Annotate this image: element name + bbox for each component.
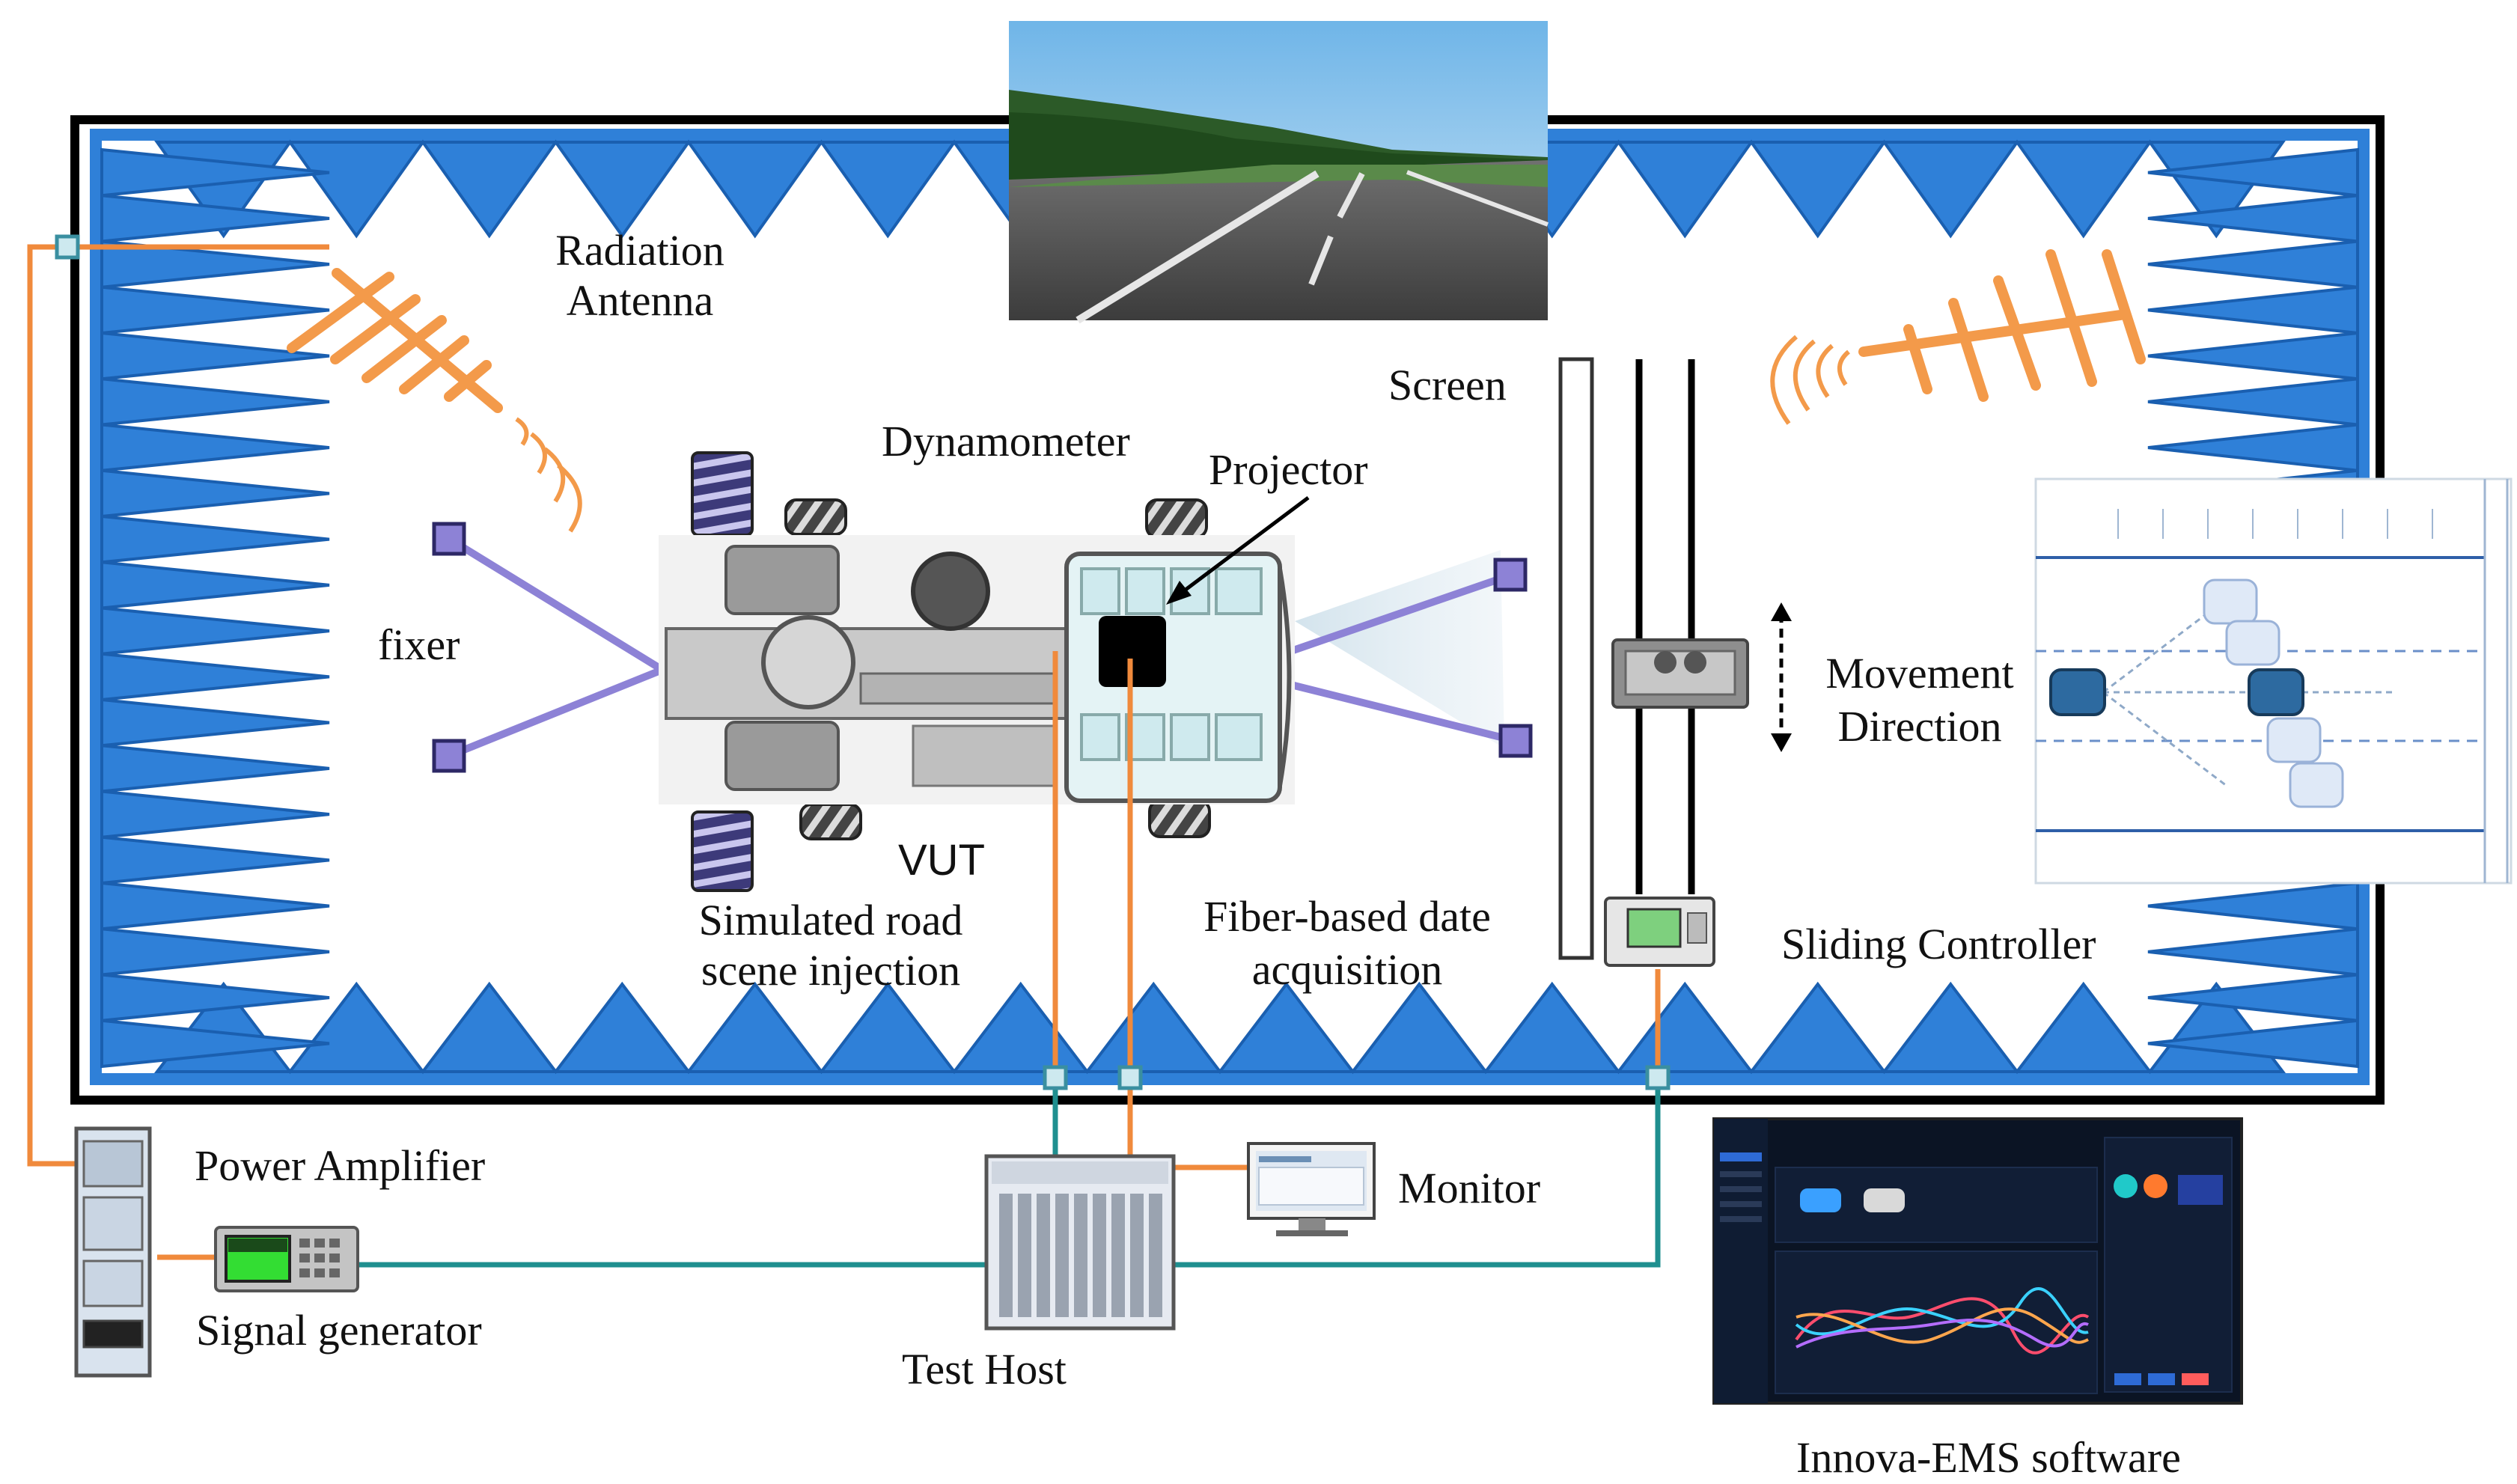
- sliding-controller-label: Sliding Controller: [1781, 920, 2096, 968]
- test-chassis-icon: [984, 1154, 1176, 1331]
- connector-icon: [55, 234, 80, 260]
- simulated-label-line2: scene injection: [701, 945, 961, 995]
- rack-cabinet-icon: [74, 1126, 152, 1378]
- ghost-car-icon: [2203, 578, 2258, 625]
- screen: [1558, 357, 1695, 960]
- ghost-car-icon: [2266, 717, 2322, 763]
- dynamometer-rollers: [691, 451, 1211, 892]
- simulated-road-label: Simulated road scene injection: [659, 896, 1003, 995]
- radiation-antenna-label: Radiation Antenna: [524, 228, 756, 324]
- connector-icon: [1645, 1065, 1671, 1090]
- antenna-label-line2: Antenna: [566, 275, 714, 325]
- connector-icon: [1117, 1065, 1143, 1090]
- movement-label-line2: Direction: [1837, 701, 2002, 751]
- tire-icon: [1145, 498, 1208, 539]
- movement-direction-label: Movement Direction: [1796, 649, 2043, 751]
- controller-box-icon: [1604, 897, 1715, 967]
- tire-icon: [691, 810, 754, 892]
- fixer-label: fixer: [378, 620, 460, 669]
- monitor-label: Monitor: [1398, 1164, 1541, 1212]
- ego-car-icon: [2049, 668, 2106, 716]
- radiation-antenna-left-icon: [287, 268, 503, 413]
- projector-icon: [1099, 616, 1166, 687]
- fixer-anchor-icon: [432, 739, 466, 773]
- software-dashboard-icon: [1712, 1117, 2243, 1405]
- absorber-left: [100, 147, 330, 1069]
- tire-icon: [1148, 799, 1211, 838]
- ghost-car-icon: [2289, 762, 2344, 808]
- dynamometer-label: Dynamometer: [882, 417, 1130, 465]
- radiation-waves-left: [515, 417, 582, 533]
- projector-label: Projector: [1209, 445, 1368, 494]
- movement-label-line1: Movement: [1825, 649, 2014, 697]
- radiation-antenna-right-icon: [1858, 249, 2146, 402]
- target-car-icon: [2248, 668, 2304, 716]
- connector-icon: [1043, 1065, 1068, 1090]
- software-label: Innova-EMS software: [1796, 1433, 2181, 1482]
- tire-icon: [784, 498, 847, 536]
- road-scene-image: [1009, 21, 1549, 324]
- lane-change-inset: [2034, 477, 2513, 885]
- fiber-label-line2: acquisition: [1251, 944, 1443, 994]
- tire-icon: [799, 803, 862, 840]
- ghost-car-icon: [2225, 620, 2280, 666]
- signal-generator-icon: [214, 1226, 359, 1292]
- fixer-anchor-icon: [432, 522, 466, 556]
- fixer-left: [432, 522, 665, 773]
- absorber-bottom: [153, 981, 2286, 1075]
- truck-top-view-icon: [659, 535, 1295, 804]
- fiber-label-line1: Fiber-based date: [1203, 892, 1491, 941]
- monitor-icon: [1247, 1142, 1376, 1236]
- fixer-anchor-icon: [1493, 558, 1528, 592]
- cables: [27, 234, 1671, 1268]
- simulated-label-line1: Simulated road: [698, 896, 963, 944]
- tire-icon: [691, 451, 754, 537]
- power-amplifier-label: Power Amplifier: [195, 1141, 486, 1190]
- projector-pointer-arrow: [1166, 496, 1310, 605]
- movement-arrow-icon: [1771, 602, 1792, 752]
- fixer-right: [1290, 550, 1533, 758]
- screen-label: Screen: [1388, 361, 1507, 409]
- test-host-label: Test Host: [902, 1345, 1067, 1393]
- radiation-waves-right: [1770, 335, 1851, 425]
- fixer-anchor-icon: [1498, 724, 1533, 758]
- sliding-camera-unit: [1611, 638, 1749, 709]
- signal-generator-label: Signal generator: [196, 1306, 482, 1355]
- vut-label: VUT: [898, 836, 985, 885]
- radiation-label-line1: Radiation: [555, 226, 724, 275]
- fiber-acquisition-label: Fiber-based date acquisition: [1153, 894, 1542, 993]
